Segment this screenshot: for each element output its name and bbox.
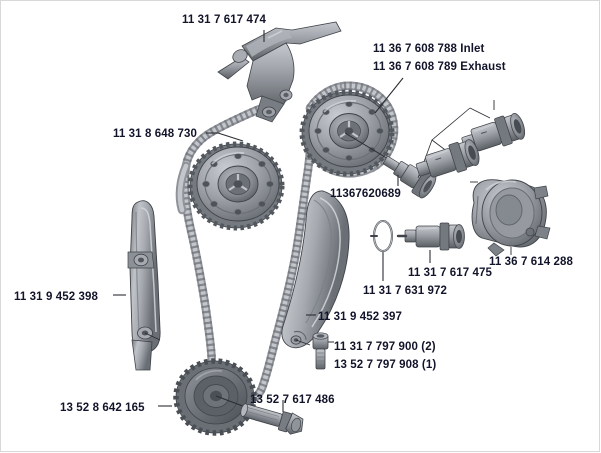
solenoid-valve-b	[415, 139, 480, 178]
label-stud-bolt-1: 13 52 7 797 908 (1)	[334, 359, 437, 371]
o-ring	[370, 219, 394, 253]
label-vanos-solenoid-unit: 11 36 7 614 288	[489, 256, 573, 268]
crankshaft-sprocket	[173, 358, 257, 436]
label-chain-tensioner-rail: 11 31 9 452 398	[14, 291, 98, 303]
chain-tensioner-rail	[127, 200, 161, 371]
chain-guide-bracket	[217, 21, 342, 123]
label-sprocket-bolt: 13 52 7 617 486	[250, 394, 335, 406]
label-chain-guide-rail: 11 31 9 452 397	[318, 311, 402, 323]
label-vanos-exhaust: 11 36 7 608 789 Exhaust	[373, 61, 506, 73]
sprocket-bolt	[240, 403, 304, 435]
leader-tensioner-eye	[144, 332, 161, 341]
leader-vanos	[374, 77, 404, 114]
vanos-solenoid-unit	[471, 179, 551, 257]
stud-bolt	[312, 332, 334, 370]
vanos-unit-front	[299, 89, 395, 177]
label-camshaft-sensor: 11367620689	[330, 188, 401, 200]
leader-chain-diag	[217, 132, 244, 142]
label-chain-guide-bracket: 11 31 7 617 474	[182, 14, 266, 26]
leader-rail-eye	[295, 339, 311, 346]
vanos-unit-rear	[187, 141, 285, 231]
label-vanos-inlet: 11 36 7 608 788 Inlet	[373, 43, 485, 55]
label-o-ring: 11 31 7 631 972	[363, 285, 447, 297]
leader-lines	[113, 30, 431, 412]
label-stud-bolt-2: 11 31 7 797 900 (2)	[334, 341, 436, 353]
label-timing-chain: 11 31 8 648 730	[113, 128, 197, 140]
solenoid-valve-a	[396, 222, 465, 251]
label-crankshaft-sprocket: 13 52 8 642 165	[60, 402, 145, 414]
label-solenoid-valve: 11 31 7 617 475	[408, 267, 492, 279]
